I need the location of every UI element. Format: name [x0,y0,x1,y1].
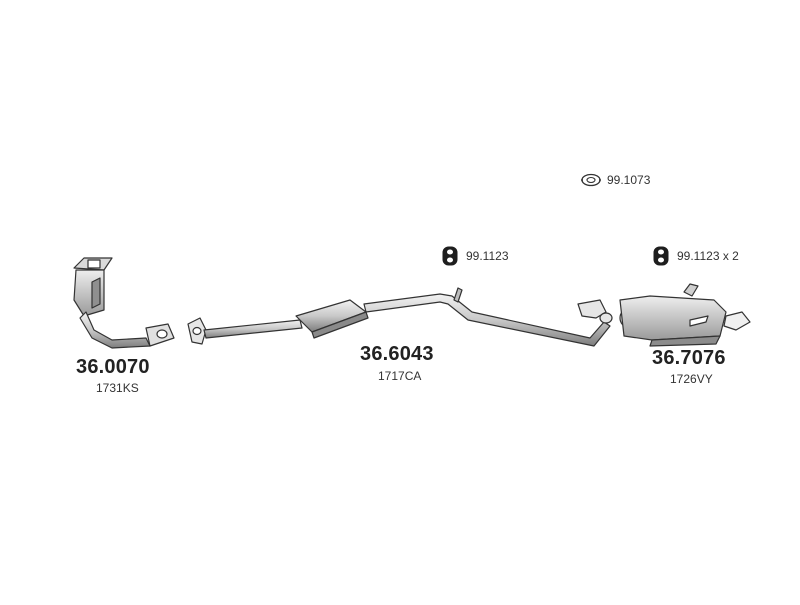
hanger-rear-code: 99.1123 x 2 [677,249,739,263]
gasket-code: 99.1073 [607,173,651,187]
catalytic-converter-code: 36.0070 [76,356,150,378]
rubber-hanger-icon [652,245,670,272]
catalytic-converter-drawing [73,257,175,349]
hanger-center-code: 99.1123 [466,249,509,263]
gasket-ring-icon [580,173,602,192]
rear-silencer-code: 36.7076 [652,347,726,369]
rear-silencer-ref: 1726VY [670,372,713,386]
catalytic-converter-ref: 1731KS [96,381,139,395]
center-pipe-drawing [187,287,613,347]
center-pipe-ref: 1717CA [378,369,422,383]
rear-silencer-drawing [619,283,751,347]
rubber-hanger-icon [441,245,459,272]
center-pipe-code: 36.6043 [360,343,434,365]
